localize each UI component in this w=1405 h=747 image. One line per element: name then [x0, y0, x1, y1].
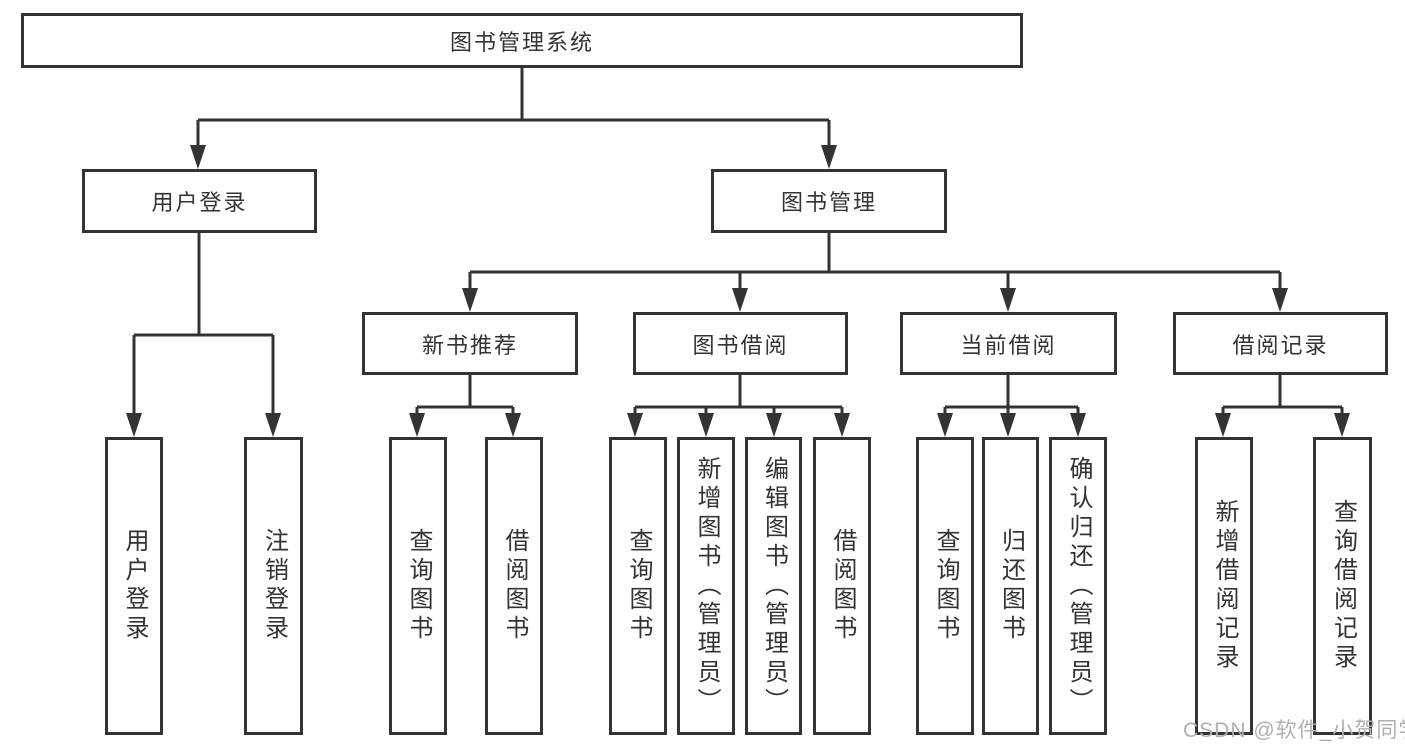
node-new-book-recommend: 新书推荐: [362, 312, 578, 375]
leaf-query-book-current: 查询图书: [916, 437, 974, 735]
leaf-logout-label: 注销登录: [260, 528, 288, 644]
node-book-management: 图书管理: [711, 169, 947, 233]
leaf-borrow-book-borrowing: 借阅图书: [813, 437, 871, 735]
csdn-watermark: CSDN @软件_小贺同学: [1183, 719, 1405, 742]
leaf-return-book: 归还图书: [982, 437, 1039, 735]
leaf-query-book-recommend: 查询图书: [389, 437, 447, 735]
leaf-query-book-borrowing-label: 查询图书: [625, 528, 652, 644]
leaf-query-book-current-label: 查询图书: [932, 528, 959, 644]
node-borrowing-records: 借阅记录: [1173, 312, 1388, 375]
leaf-confirm-return-admin-label: 确认归还（管理员）: [1065, 455, 1092, 717]
node-book-management-label: 图书管理: [780, 190, 877, 215]
leaf-query-borrow-record-label: 查询借阅记录: [1329, 499, 1357, 673]
leaf-borrow-book-recommend: 借阅图书: [485, 437, 543, 735]
leaf-user-login: 用户登录: [105, 437, 163, 735]
node-book-borrowing-label: 图书借阅: [692, 332, 789, 358]
node-root-label: 图书管理系统: [449, 29, 594, 55]
leaf-logout: 注销登录: [244, 437, 303, 735]
node-new-book-recommend-label: 新书推荐: [421, 332, 518, 358]
node-current-borrowing-label: 当前借阅: [960, 332, 1057, 358]
node-user-login-label: 用户登录: [151, 190, 248, 215]
node-root: 图书管理系统: [21, 13, 1023, 68]
node-current-borrowing: 当前借阅: [900, 312, 1117, 375]
leaf-borrow-book-recommend-label: 借阅图书: [501, 528, 528, 644]
leaf-user-login-label: 用户登录: [121, 528, 148, 644]
leaf-edit-book-admin-label: 编辑图书（管理员）: [760, 455, 788, 717]
leaf-return-book-label: 归还图书: [997, 528, 1025, 644]
leaf-add-book-admin: 新增图书（管理员）: [677, 437, 735, 735]
leaf-add-borrow-record: 新增借阅记录: [1195, 437, 1253, 735]
leaf-confirm-return-admin: 确认归还（管理员）: [1049, 437, 1107, 735]
leaf-query-book-borrowing: 查询图书: [609, 437, 667, 735]
node-book-borrowing: 图书借阅: [633, 312, 848, 375]
leaf-query-borrow-record: 查询借阅记录: [1313, 437, 1372, 735]
leaf-add-borrow-record-label: 新增借阅记录: [1211, 499, 1238, 673]
node-user-login: 用户登录: [82, 169, 317, 233]
leaf-borrow-book-borrowing-label: 借阅图书: [829, 528, 856, 644]
node-borrowing-records-label: 借阅记录: [1232, 332, 1329, 358]
leaf-edit-book-admin: 编辑图书（管理员）: [745, 437, 802, 735]
leaf-add-book-admin-label: 新增图书（管理员）: [693, 455, 720, 717]
leaf-query-book-recommend-label: 查询图书: [405, 528, 432, 644]
